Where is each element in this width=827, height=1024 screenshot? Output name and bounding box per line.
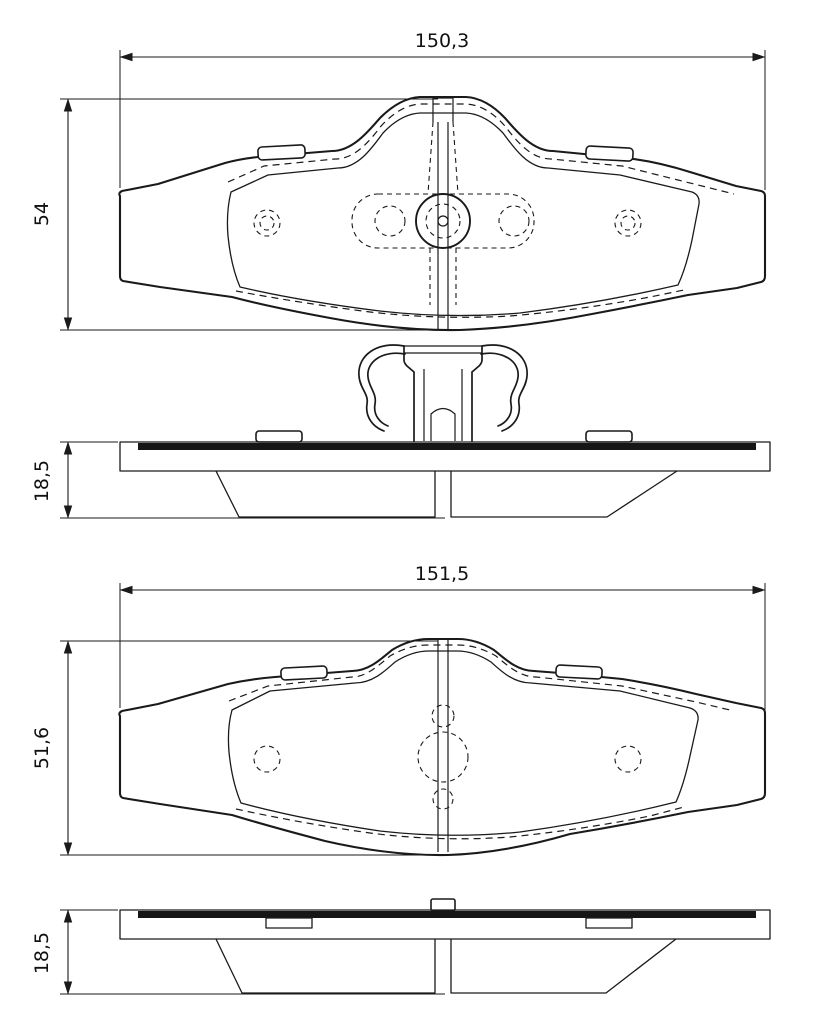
clip-right-arm-inner (480, 352, 519, 427)
pad2-hole-right (614, 745, 642, 773)
profile1-lower-body-right (450, 470, 678, 518)
profile2-tab-right (585, 917, 633, 929)
dim-pad1-height: 54 (31, 98, 450, 331)
profile1-tab-right (585, 430, 633, 443)
profile2-friction-strip (138, 911, 756, 918)
profile1-backplate (119, 441, 771, 472)
dim-label-pad2-height: 51,6 (31, 727, 53, 769)
profile1-friction-strip (138, 443, 756, 450)
pad1-center-hole-hidden (425, 203, 461, 239)
dim-label-profile2-thickness: 18,5 (31, 932, 53, 974)
pad1-front-view (118, 95, 767, 332)
pad1-shim-outline (351, 193, 535, 249)
pad2-lower-hole (432, 788, 454, 810)
profile2-center-tab (430, 898, 456, 912)
clip-hat-side-lines (423, 369, 463, 441)
pad1-side-view (119, 430, 771, 518)
clip-hat-top-strap (404, 345, 482, 354)
dim-label-pad2-width: 151,5 (415, 563, 469, 585)
retaining-spring-clip (358, 344, 528, 442)
dim-pad2-width: 151,5 (119, 563, 766, 710)
pad1-hole-right-inner (620, 215, 636, 231)
clip-inner-arch (430, 407, 456, 441)
profile1-tab-left (255, 430, 303, 443)
pad1-hole-left-inner (259, 215, 275, 231)
pad2-hole-left (253, 745, 281, 773)
profile2-backplate (119, 909, 771, 940)
pad1-clip-tab-right (585, 145, 634, 162)
pad2-inner-contour (227, 650, 699, 836)
pad1-piston-mark-right (498, 205, 530, 237)
pad1-center-pin (437, 215, 449, 227)
pad1-clip-tab-left (257, 144, 306, 161)
pad2-upper-hole (431, 704, 455, 728)
clip-right-arm-outer (481, 344, 528, 432)
dim-label-profile1-thickness: 18,5 (31, 460, 53, 502)
dim-label-pad1-width: 150,3 (415, 30, 469, 52)
pad1-hidden-top-edge (227, 103, 735, 195)
profile1-lower-body-left (215, 470, 436, 518)
profile2-lower-body-right (450, 938, 677, 994)
pad2-outer-contour (118, 637, 767, 857)
pad1-notch-hidden-flanks (427, 121, 459, 195)
clip-left-arm-inner (367, 352, 406, 427)
pad2-center-hole (417, 731, 469, 783)
profile2-tab-left (265, 917, 313, 929)
pad1-top-notch (432, 97, 454, 122)
pad2-front-view (118, 637, 767, 857)
pad2-hidden-top-edge (228, 644, 735, 712)
pad2-clip-tab-right (555, 664, 603, 680)
pad1-outer-contour (118, 95, 767, 332)
dim-pad1-width: 150,3 (119, 30, 766, 190)
dim-profile2-thickness: 18,5 (31, 909, 445, 995)
pad1-inner-contour (226, 112, 700, 317)
pad1-stem-hidden-lower (429, 248, 457, 305)
dim-profile1-thickness: 18,5 (31, 441, 445, 519)
clip-left-arm-outer (358, 344, 405, 432)
pad1-piston-mark-left (374, 205, 406, 237)
pad1-hole-left-outer (253, 209, 281, 237)
dim-pad2-height: 51,6 (31, 640, 455, 856)
pad1-center-hole (415, 193, 471, 249)
pad2-clip-tab-left (280, 665, 328, 681)
profile2-lower-body-left (215, 938, 436, 994)
pad2-hidden-bottom-edge (235, 806, 685, 840)
pad1-hole-right-outer (614, 209, 642, 237)
dim-label-pad1-height: 54 (31, 202, 53, 226)
clip-center-hat (403, 345, 483, 442)
pad2-side-view (119, 898, 771, 994)
